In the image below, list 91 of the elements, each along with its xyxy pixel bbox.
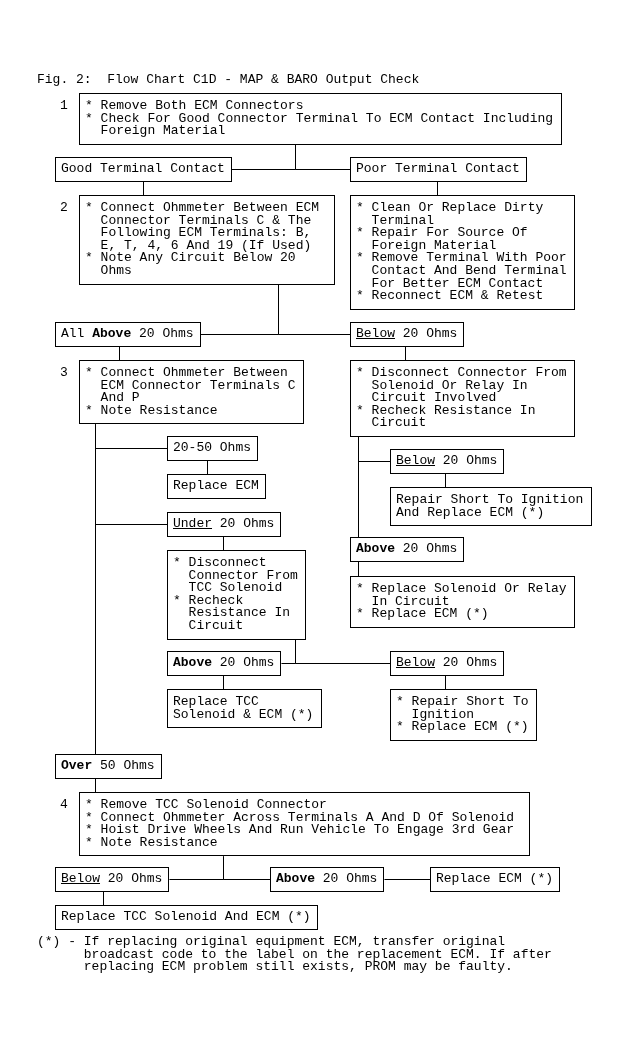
condition-box bbox=[350, 537, 465, 562]
condition-text: Above 20 Ohms bbox=[356, 543, 458, 556]
action-text: Repair Short To Ignition And Replace ECM (*) bbox=[396, 494, 585, 520]
instruction-text: * Remove TCC Solenoid Connector bbox=[85, 799, 327, 812]
connector-line bbox=[383, 879, 431, 880]
condition-text: Poor Terminal Contact bbox=[356, 163, 520, 176]
connector-line bbox=[103, 891, 104, 906]
connector-line bbox=[445, 473, 446, 488]
step-number: 3 bbox=[60, 367, 68, 380]
condition-text: Below 20 Ohms bbox=[356, 328, 458, 341]
step-number: 2 bbox=[60, 202, 68, 215]
condition-box bbox=[390, 651, 505, 676]
condition-box bbox=[55, 754, 162, 779]
instruction-text: * Repair For Source Of Foreign Material bbox=[356, 227, 529, 253]
condition-text: Below 20 Ohms bbox=[396, 455, 498, 468]
condition-box bbox=[55, 157, 232, 182]
chart-title: Fig. 2: Flow Chart C1D - MAP & BARO Output Check bbox=[37, 74, 420, 87]
footnote: (*) - If replacing original equipment ECM, transfer original broadcast code to the label on the replacement ECM. If after replacing ECM problem still exists, PROM may be faulty. bbox=[37, 936, 553, 974]
connector-line bbox=[143, 181, 144, 196]
instruction-text: * Replace ECM (*) bbox=[356, 608, 489, 621]
instruction-text: * Connect Ohmmeter Between ECM Connector Terminals C And P bbox=[85, 367, 297, 405]
connector-line bbox=[278, 284, 351, 335]
condition-text: Below 20 Ohms bbox=[396, 657, 498, 670]
condition-box bbox=[350, 322, 465, 347]
condition-text: 20-50 Ohms bbox=[173, 442, 251, 455]
instruction-text: * Remove Terminal With Poor Contact And Bend Terminal For Better ECM Contact bbox=[356, 252, 568, 291]
action-text: Replace ECM (*) bbox=[436, 873, 554, 886]
instruction-box bbox=[350, 360, 576, 437]
instruction-box bbox=[350, 195, 576, 310]
connector-line bbox=[445, 675, 446, 690]
action-box bbox=[390, 487, 592, 527]
connector-line bbox=[95, 778, 96, 793]
action-text: Replace ECM bbox=[173, 480, 259, 493]
instruction-text: * Hoist Drive Wheels And Run Vehicle To Engage 3rd Gear bbox=[85, 824, 515, 837]
condition-box bbox=[167, 512, 282, 537]
instruction-box bbox=[167, 550, 307, 640]
instruction-text: * Disconnect Connector From Solenoid Or Relay In Circuit Involved bbox=[356, 367, 568, 405]
instruction-text: * Reconnect ECM & Retest bbox=[356, 290, 544, 303]
instruction-text: * Recheck Resistance In Circuit bbox=[356, 404, 537, 430]
connector-line bbox=[223, 855, 271, 880]
connector-line bbox=[207, 460, 208, 475]
condition-box bbox=[390, 449, 505, 474]
step-number: 1 bbox=[60, 100, 68, 113]
action-box bbox=[167, 474, 266, 499]
instruction-text: * Note Resistance bbox=[85, 404, 218, 418]
condition-text: Good Terminal Contact bbox=[61, 163, 225, 176]
instruction-box bbox=[79, 195, 336, 285]
instruction-box bbox=[79, 360, 305, 425]
instruction-box bbox=[79, 792, 531, 857]
connector-line bbox=[358, 561, 359, 577]
condition-box bbox=[55, 322, 201, 347]
instruction-text: * Replace Solenoid Or Relay In Circuit bbox=[356, 583, 568, 609]
instruction-text: * Connect Ohmmeter Across Terminals A And D Of Solenoid bbox=[85, 811, 515, 825]
instruction-text: * Note Resistance bbox=[85, 836, 218, 850]
connector-line bbox=[295, 144, 351, 170]
instruction-text: * Check For Good Connector Terminal To ECM Contact Including Foreign Material bbox=[85, 112, 555, 138]
instruction-box bbox=[350, 576, 576, 628]
instruction-text: * Disconnect Connector From TCC Solenoid bbox=[173, 557, 299, 595]
condition-box bbox=[270, 867, 385, 892]
condition-box bbox=[55, 867, 170, 892]
condition-box bbox=[167, 436, 258, 461]
connector-line bbox=[358, 436, 359, 538]
instruction-text: * Note Any Circuit Below 20 Ohms bbox=[85, 252, 296, 278]
action-box bbox=[55, 905, 318, 930]
instruction-text: * Clean Or Replace Dirty Terminal bbox=[356, 202, 545, 228]
condition-text: Below 20 Ohms bbox=[61, 873, 163, 886]
instruction-text: * Remove Both ECM Connectors bbox=[85, 100, 304, 113]
condition-text: All Above 20 Ohms bbox=[61, 328, 194, 341]
condition-text: Over 50 Ohms bbox=[61, 760, 155, 773]
action-box bbox=[430, 867, 561, 892]
action-box bbox=[167, 689, 322, 729]
instruction-text: * Connect Ohmmeter Between ECM Connector Terminals C & The Following ECM Terminals: B, E, T, 4, 6 And 19 (If Used) bbox=[85, 202, 321, 253]
condition-box bbox=[350, 157, 527, 182]
action-text: Replace TCC Solenoid And ECM (*) bbox=[61, 911, 311, 924]
condition-text: Above 20 Ohms bbox=[276, 873, 378, 886]
instruction-text: * Repair Short To Ignition bbox=[396, 696, 530, 722]
connector-line bbox=[119, 346, 120, 361]
connector-line bbox=[223, 675, 224, 690]
action-text: Replace TCC Solenoid & ECM (*) bbox=[173, 696, 315, 722]
connector-line bbox=[405, 346, 406, 361]
instruction-box bbox=[79, 93, 562, 145]
instruction-text: * Recheck Resistance In Circuit bbox=[173, 594, 291, 633]
instruction-box bbox=[390, 689, 538, 741]
step-number: 4 bbox=[60, 799, 68, 812]
instruction-text: * Replace ECM (*) bbox=[396, 721, 529, 734]
condition-text: Above 20 Ohms bbox=[173, 657, 275, 670]
condition-box bbox=[167, 651, 282, 676]
connector-line bbox=[437, 181, 438, 196]
condition-text: Under 20 Ohms bbox=[173, 518, 275, 531]
connector-line bbox=[295, 639, 391, 664]
connector-line bbox=[223, 536, 224, 551]
